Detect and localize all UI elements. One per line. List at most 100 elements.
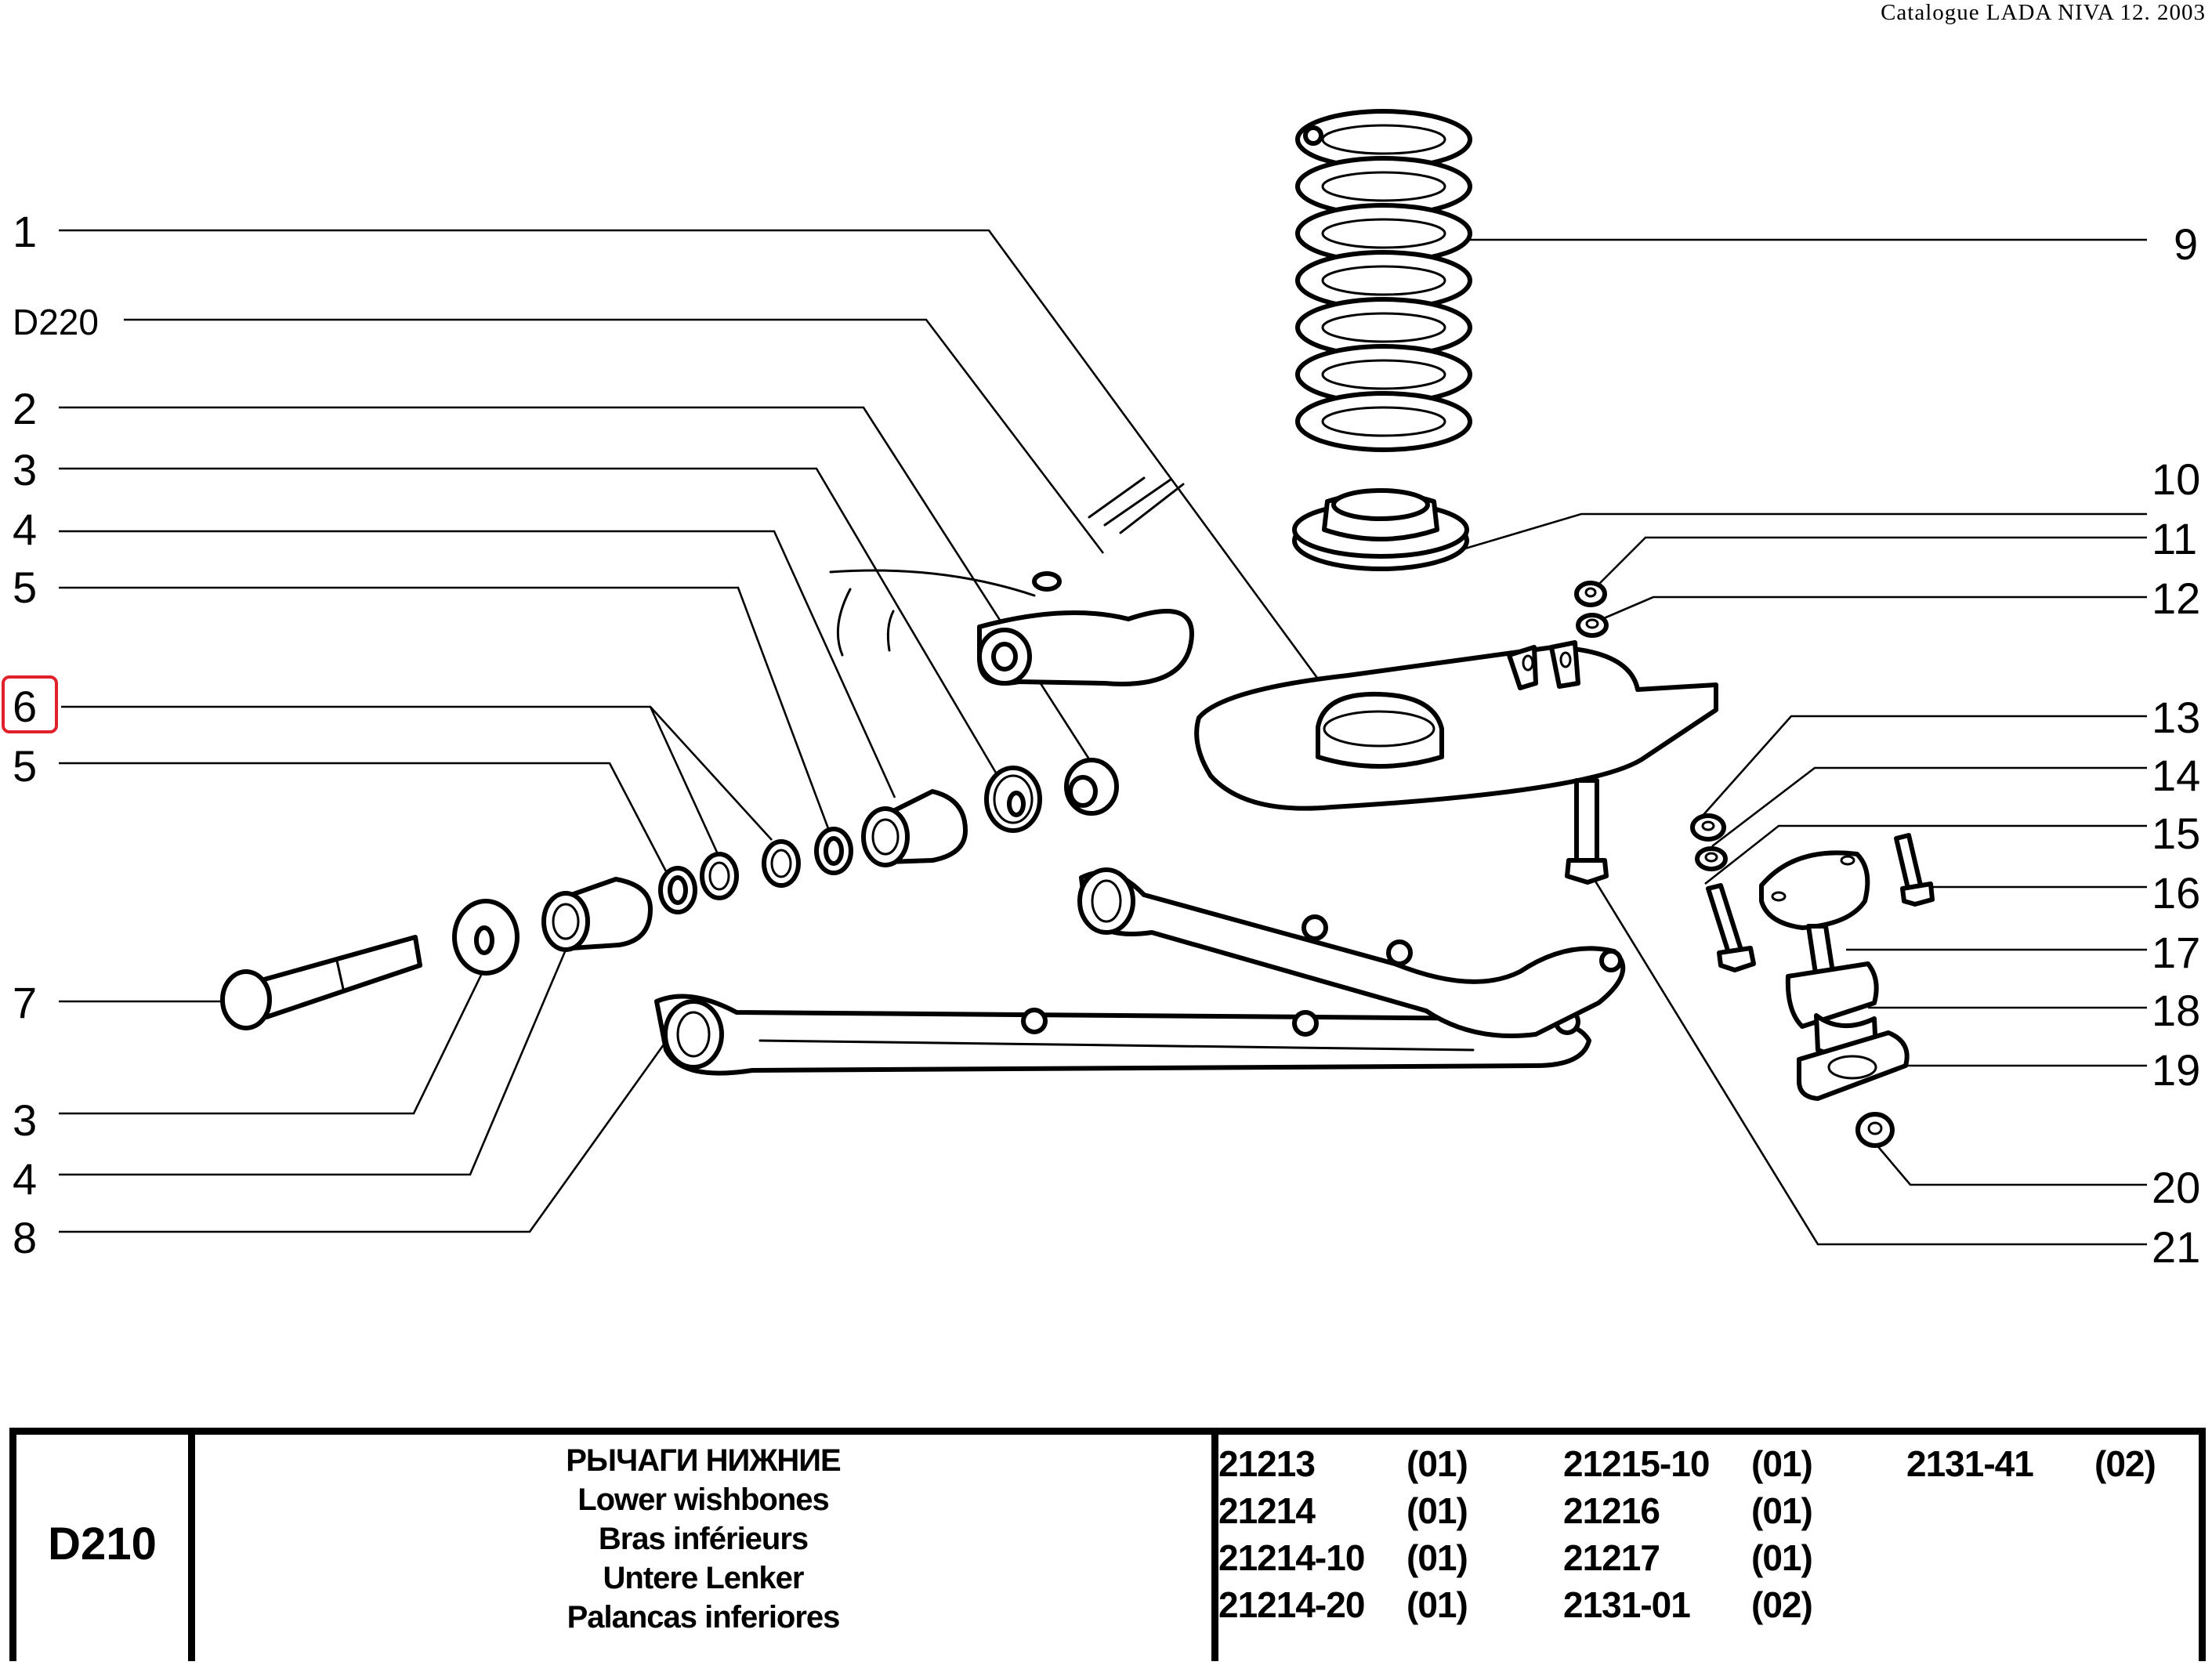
callout-10[interactable]: 10 [2152, 454, 2201, 504]
model-code: (02) [1751, 1584, 1813, 1625]
leader-13 [1701, 715, 2147, 817]
leader-6 [61, 705, 773, 841]
callout-20[interactable]: 20 [2152, 1163, 2201, 1212]
leader-lines-right [1464, 238, 2147, 1246]
leader-4-top [59, 530, 896, 798]
model-number: 21214-10 [1218, 1537, 1365, 1578]
part-washer-3-bottom [452, 899, 520, 976]
callout-9[interactable]: 9 [2174, 219, 2199, 269]
callout-8[interactable]: 8 [13, 1213, 38, 1262]
model-number: 21217 [1563, 1537, 1660, 1578]
callout-5-bottom[interactable]: 5 [13, 741, 38, 791]
model-applicability: 21213 (01) 21215-10 (01) 2131-41 (02) 21… [1218, 1435, 2199, 1669]
part-nut-11 [1574, 581, 1607, 607]
section-code: D210 [16, 1435, 195, 1661]
part-bushing-4-top [861, 789, 968, 867]
part-spring-seat [1292, 488, 1469, 571]
callout-6[interactable]: 6 [13, 682, 38, 731]
model-code: (02) [2094, 1443, 2156, 1484]
leader-3-bottom [59, 965, 487, 1115]
leader-21 [1591, 875, 2147, 1246]
callout-18[interactable]: 18 [2152, 986, 2201, 1035]
part-bolt-21 [1565, 778, 1609, 885]
callout-3-top[interactable]: 3 [13, 445, 38, 494]
model-number: 2131-41 [1906, 1443, 2034, 1484]
model-code: (01) [1406, 1537, 1468, 1578]
leader-2 [59, 406, 1092, 762]
title-spanish: Palancas inferiores [567, 1600, 841, 1635]
exploded-diagram [59, 109, 2147, 1246]
model-number: 21214-20 [1218, 1584, 1365, 1625]
callout-13[interactable]: 13 [2152, 693, 2201, 742]
model-number: 21216 [1563, 1490, 1660, 1531]
leader-11 [1596, 536, 2147, 587]
part-lower-wishbone-strut [1077, 867, 1626, 1038]
part-coil-spring [1295, 109, 1472, 452]
title-block: D210 РЫЧАГИ НИЖНИЕ Lower wishbones Bras … [9, 1428, 2206, 1661]
model-code: (01) [1406, 1490, 1468, 1531]
model-number: 21213 [1218, 1443, 1316, 1484]
leader-4-bottom [59, 938, 572, 1176]
part-nut-13 [1690, 813, 1726, 842]
callout-11[interactable]: 11 [2152, 514, 2198, 563]
part-bushing-4-bottom [541, 877, 653, 952]
leader-5-bottom [59, 762, 668, 872]
leader-12 [1598, 596, 2147, 622]
part-pivot-bolt [220, 935, 422, 1030]
model-number: 21215-10 [1563, 1443, 1710, 1484]
part-spring-plate [1194, 640, 1718, 811]
callout-21[interactable]: 21 [2152, 1222, 2201, 1272]
leader-5-top [59, 586, 831, 831]
model-code: (01) [1406, 1443, 1468, 1484]
leader-d220 [124, 318, 1105, 554]
callout-12[interactable]: 12 [2152, 574, 2201, 623]
callout-16[interactable]: 16 [2152, 868, 2201, 918]
leader-1 [59, 229, 1327, 690]
leader-14 [1711, 766, 2147, 848]
callout-4-top[interactable]: 4 [13, 505, 38, 554]
catalogue-caption: Catalogue LADA NIVA 12. 2003 [1881, 0, 2206, 25]
leader-10 [1464, 512, 2147, 550]
model-code: (01) [1751, 1537, 1813, 1578]
leader-lines-left [59, 229, 1327, 1233]
model-row: 21214 (01) 21216 (01) [1218, 1490, 2199, 1537]
callout-7[interactable]: 7 [13, 978, 38, 1027]
callout-19[interactable]: 19 [2152, 1045, 2201, 1095]
callout-highlight-box [2, 675, 58, 733]
part-washer-14 [1695, 846, 1728, 871]
section-titles: РЫЧАГИ НИЖНИЕ Lower wishbones Bras infér… [195, 1435, 1218, 1661]
model-row: 21213 (01) 21215-10 (01) 2131-41 (02) [1218, 1443, 2199, 1490]
model-code: (01) [1751, 1490, 1813, 1531]
model-code: (01) [1751, 1443, 1813, 1484]
callout-d220[interactable]: D220 [13, 302, 99, 342]
callout-17[interactable]: 17 [2152, 928, 2201, 977]
model-row: 21214-20 (01) 2131-01 (02) [1218, 1584, 2199, 1631]
part-washers-top-row [658, 827, 853, 914]
leader-8 [59, 1024, 679, 1233]
part-upper-arm-reference [829, 476, 1194, 686]
leader-6-branch [649, 706, 720, 856]
model-row: 21214-10 (01) 21217 (01) [1218, 1537, 2199, 1584]
callout-5-top[interactable]: 5 [13, 563, 38, 612]
callout-14[interactable]: 14 [2152, 751, 2201, 800]
callout-3-bottom[interactable]: 3 [13, 1095, 38, 1145]
title-french: Bras inférieurs [598, 1522, 809, 1556]
part-washer-3-top [984, 766, 1042, 833]
callout-1[interactable]: 1 [13, 207, 38, 256]
title-english: Lower wishbones [577, 1483, 830, 1517]
callout-15[interactable]: 15 [2152, 809, 2201, 858]
leader-15 [1704, 824, 2147, 885]
title-german: Untere Lenker [603, 1561, 805, 1595]
model-number: 21214 [1218, 1490, 1316, 1531]
callout-2[interactable]: 2 [13, 384, 38, 433]
leader-3-top [59, 467, 998, 775]
part-lower-wishbone [654, 994, 1591, 1076]
part-nut-2 [1064, 758, 1119, 816]
leader-20 [1875, 1143, 2147, 1186]
part-nut-20 [1855, 1112, 1895, 1148]
callout-4-bottom[interactable]: 4 [13, 1154, 38, 1204]
title-russian: РЫЧАГИ НИЖНИЕ [566, 1443, 841, 1478]
part-washer-12 [1576, 613, 1609, 638]
part-bolt-16 [1894, 833, 1935, 907]
model-code: (01) [1406, 1584, 1468, 1625]
